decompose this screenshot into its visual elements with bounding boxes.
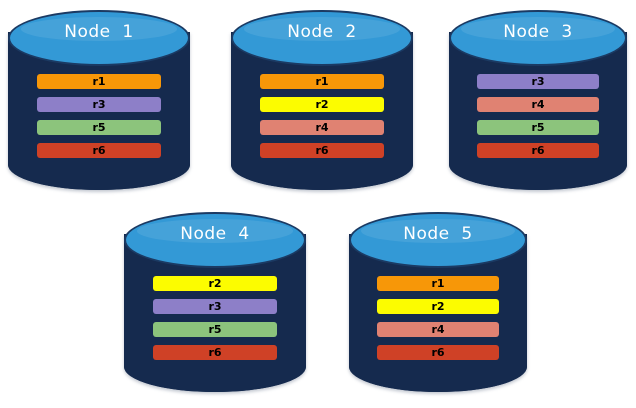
replica-label: r6 — [315, 144, 329, 157]
replica-list: r1 r3 r5 r6 — [8, 74, 190, 166]
replica-label: r4 — [315, 121, 329, 134]
database-node-4[interactable]: Node 4 r2 r3 r5 r6 — [124, 212, 306, 392]
replica-list: r3 r4 r5 r6 — [449, 74, 627, 166]
replica-bar-r5[interactable]: r5 — [477, 120, 599, 135]
replica-bar-r2[interactable]: r2 — [153, 276, 277, 291]
replica-bar-r6[interactable]: r6 — [37, 143, 161, 158]
replica-label: r5 — [208, 323, 222, 336]
node-label: Node 3 — [503, 22, 573, 42]
replica-label: r6 — [531, 144, 545, 157]
replica-list: r2 r3 r5 r6 — [124, 276, 306, 368]
replica-bar-r3[interactable]: r3 — [37, 97, 161, 112]
replica-bar-r2[interactable]: r2 — [377, 299, 499, 314]
replica-label: r3 — [208, 300, 222, 313]
replica-bar-r6[interactable]: r6 — [153, 345, 277, 360]
replica-label: r2 — [431, 300, 445, 313]
database-node-3[interactable]: Node 3 r3 r4 r5 r6 — [449, 10, 627, 190]
node-label: Node 2 — [287, 22, 357, 42]
replica-bar-r5[interactable]: r5 — [37, 120, 161, 135]
replica-bar-r5[interactable]: r5 — [153, 322, 277, 337]
replica-bar-r4[interactable]: r4 — [260, 120, 384, 135]
replica-bar-r6[interactable]: r6 — [477, 143, 599, 158]
replica-label: r6 — [431, 346, 445, 359]
replica-bar-r3[interactable]: r3 — [477, 74, 599, 89]
replica-label: r1 — [315, 75, 329, 88]
replica-bar-r2[interactable]: r2 — [260, 97, 384, 112]
replica-label: r4 — [531, 98, 545, 111]
replica-list: r1 r2 r4 r6 — [349, 276, 527, 368]
replica-bar-r4[interactable]: r4 — [477, 97, 599, 112]
replica-label: r3 — [531, 75, 545, 88]
database-node-2[interactable]: Node 2 r1 r2 r4 r6 — [231, 10, 413, 190]
node-label: Node 5 — [403, 224, 473, 244]
replica-label: r6 — [92, 144, 106, 157]
replica-label: r2 — [208, 277, 222, 290]
replica-bar-r1[interactable]: r1 — [37, 74, 161, 89]
replica-label: r6 — [208, 346, 222, 359]
replica-bar-r4[interactable]: r4 — [377, 322, 499, 337]
node-label: Node 1 — [64, 22, 134, 42]
replica-bar-r1[interactable]: r1 — [260, 74, 384, 89]
replica-list: r1 r2 r4 r6 — [231, 74, 413, 166]
replica-label: r1 — [431, 277, 445, 290]
replica-label: r2 — [315, 98, 329, 111]
replica-bar-r6[interactable]: r6 — [260, 143, 384, 158]
replica-label: r3 — [92, 98, 106, 111]
node-label: Node 4 — [180, 224, 250, 244]
replica-label: r5 — [92, 121, 106, 134]
replica-bar-r3[interactable]: r3 — [153, 299, 277, 314]
database-node-1[interactable]: Node 1 r1 r3 r5 r6 — [8, 10, 190, 190]
replica-label: r1 — [92, 75, 106, 88]
replica-bar-r6[interactable]: r6 — [377, 345, 499, 360]
replica-label: r5 — [531, 121, 545, 134]
database-node-5[interactable]: Node 5 r1 r2 r4 r6 — [349, 212, 527, 392]
replica-bar-r1[interactable]: r1 — [377, 276, 499, 291]
replica-label: r4 — [431, 323, 445, 336]
